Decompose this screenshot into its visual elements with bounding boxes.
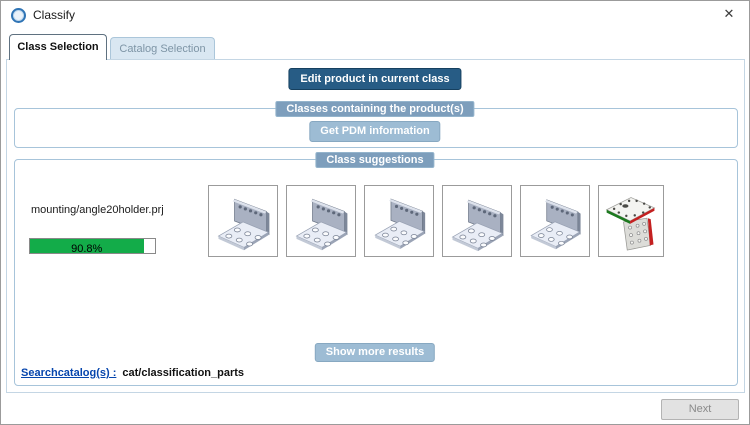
close-icon[interactable]: ✕ xyxy=(723,6,735,21)
angle-bracket-colored-image xyxy=(606,197,655,251)
classify-app-icon xyxy=(11,8,26,23)
angle-bracket-image xyxy=(218,198,270,251)
angle-bracket-image xyxy=(374,198,426,250)
window-title: Classify xyxy=(33,8,76,22)
suggestion-thumbnail-2[interactable] xyxy=(286,185,356,257)
next-button[interactable]: Next xyxy=(661,399,739,420)
angle-bracket-image xyxy=(530,199,582,250)
title-bar: Classify ✕ xyxy=(1,1,749,31)
suggestion-thumbnail-3[interactable] xyxy=(364,185,434,257)
search-catalogs-link[interactable]: Searchcatalog(s) : xyxy=(21,367,117,379)
suggestion-thumbnail-4[interactable] xyxy=(442,185,512,257)
get-pdm-information-button[interactable]: Get PDM information xyxy=(309,121,441,142)
search-catalogs-value: cat/classification_parts xyxy=(122,367,245,379)
class-suggestions-label: Class suggestions xyxy=(315,152,435,168)
tab-class-selection[interactable]: Class Selection xyxy=(9,34,107,60)
project-name-label: mounting/angle20holder.prj xyxy=(31,204,164,216)
classes-containing-label: Classes containing the product(s) xyxy=(275,101,475,117)
confidence-progress-fill: 90.8% xyxy=(30,239,144,255)
show-more-results-button[interactable]: Show more results xyxy=(314,343,436,362)
tab-catalog-selection[interactable]: Catalog Selection xyxy=(110,37,215,60)
confidence-progress-bar: 90.8% xyxy=(29,238,156,255)
suggestion-thumbnail-5[interactable] xyxy=(520,185,590,257)
suggestion-thumbnail-1[interactable] xyxy=(208,185,278,257)
suggestion-thumbnail-6[interactable] xyxy=(598,185,664,257)
edit-product-button[interactable]: Edit product in current class xyxy=(288,68,462,90)
angle-bracket-image xyxy=(296,198,348,251)
confidence-value-label: 90.8% xyxy=(71,243,103,255)
angle-bracket-image xyxy=(452,199,504,252)
search-catalog-line: Searchcatalog(s) : cat/classification_par… xyxy=(21,367,244,379)
